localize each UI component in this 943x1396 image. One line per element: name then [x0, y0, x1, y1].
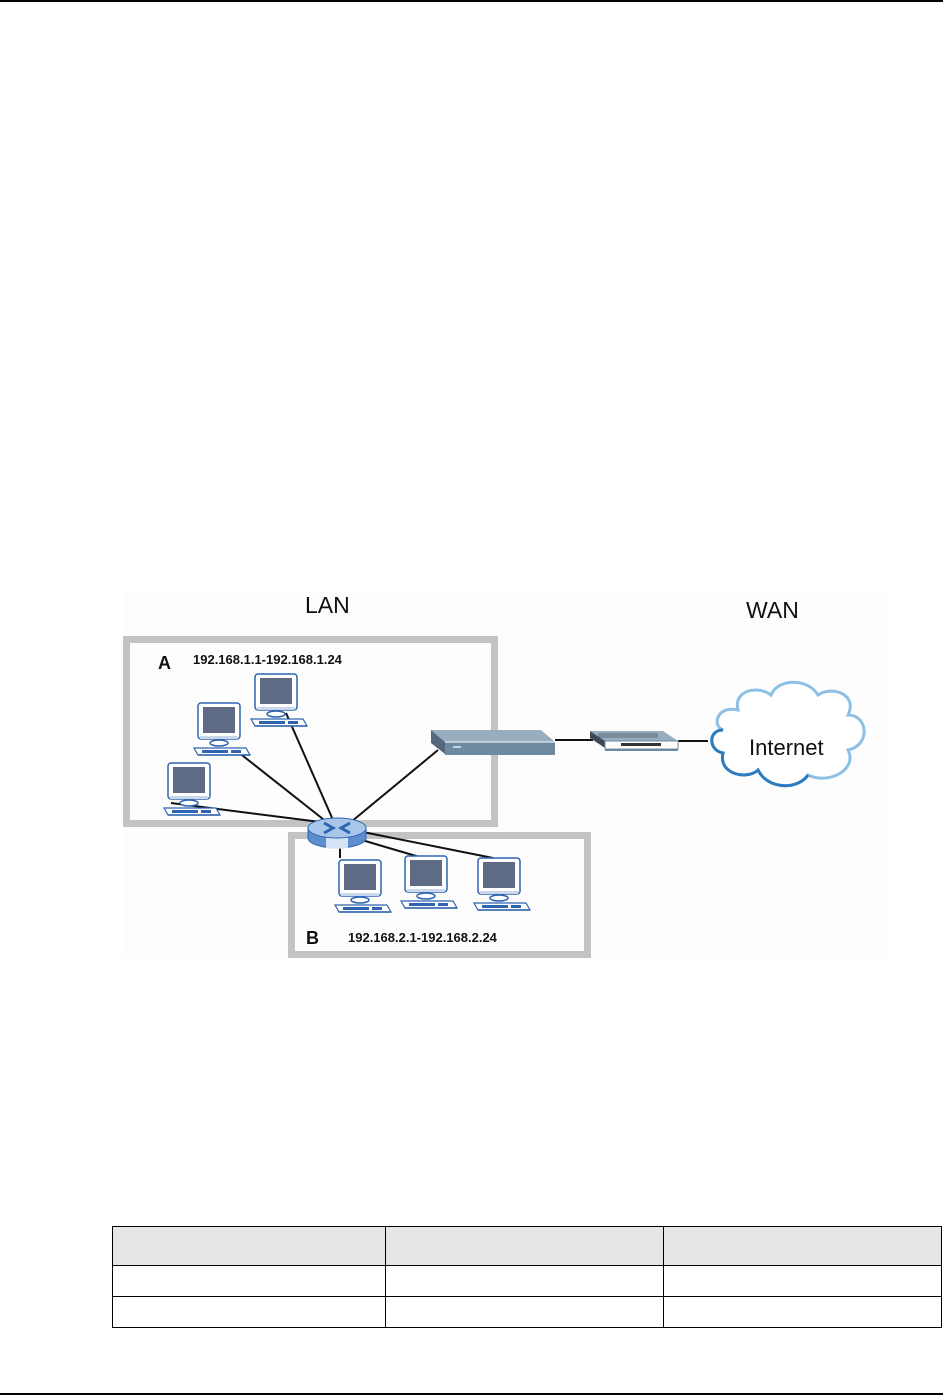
table-header-cell [112, 1226, 386, 1266]
computer-icon [250, 673, 308, 727]
table-cell [385, 1296, 664, 1328]
data-table [112, 1226, 942, 1328]
cable-pc-b2 [354, 837, 424, 859]
table-header-row [112, 1226, 942, 1266]
table-row [112, 1296, 942, 1328]
cables [170, 712, 708, 859]
computer-icon [193, 702, 251, 756]
cable-pc-b3 [362, 831, 494, 859]
modem-icon [590, 731, 679, 751]
wan-label: WAN [746, 597, 799, 623]
switch-icon [431, 730, 555, 755]
table-cell [663, 1265, 942, 1297]
header-rule [0, 0, 943, 2]
table-cell [385, 1265, 664, 1297]
computer-icon [334, 859, 392, 913]
router-icon [307, 817, 367, 849]
table-cell [112, 1265, 386, 1297]
cable-pc-a3 [285, 712, 334, 821]
cable-switch [350, 749, 439, 823]
cable-pc-a2 [232, 747, 329, 824]
network-diagram-svg: LAN WAN A 192.168.1.1-192.168.1.24 B 192… [123, 592, 866, 958]
internet-label: Internet [749, 735, 824, 760]
lan-label: LAN [305, 592, 350, 618]
cable-pc-a1 [170, 802, 329, 824]
subnet-a-letter: A [158, 653, 171, 673]
computer-icon [473, 857, 531, 911]
internet-cloud-icon [710, 680, 866, 788]
footer-rule [0, 1393, 943, 1395]
subnet-b-letter: B [306, 928, 319, 948]
table-row [112, 1265, 942, 1297]
table-header-cell [663, 1226, 942, 1266]
table-header-cell [385, 1226, 664, 1266]
subnet-b-range: 192.168.2.1-192.168.2.24 [348, 930, 498, 945]
network-diagram: LAN WAN A 192.168.1.1-192.168.1.24 B 192… [123, 590, 888, 958]
table-cell [663, 1296, 942, 1328]
subnet-a-range: 192.168.1.1-192.168.1.24 [193, 652, 343, 667]
table-cell [112, 1296, 386, 1328]
computer-icon [400, 855, 458, 909]
subnet-b-box [288, 832, 591, 958]
